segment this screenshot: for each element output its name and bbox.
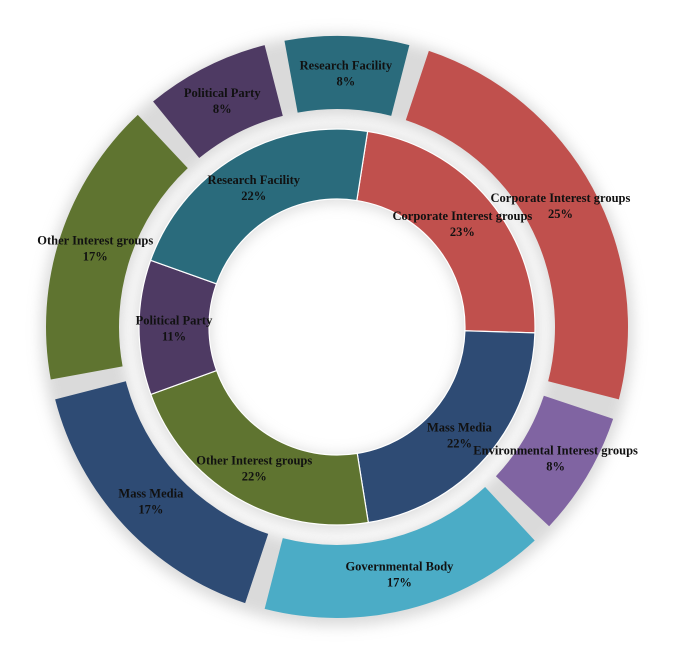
- outer-segment-political-party: [153, 45, 283, 159]
- outer-segment-other-interest-groups: [45, 114, 188, 380]
- outer-segment-research-facility: [284, 36, 410, 116]
- outer-segment-corporate-interest-groups: [405, 50, 628, 400]
- outer-segment-mass-media: [55, 381, 269, 604]
- inner-ring: [138, 128, 536, 526]
- inner-segment-corporate-interest-groups: [356, 130, 536, 334]
- outer-segment-environmental-interest-groups: [495, 395, 614, 527]
- outer-segment-governmental-body: [264, 486, 535, 618]
- inner-segment-research-facility: [149, 128, 369, 285]
- outer-ring: [45, 36, 628, 618]
- inner-segment-political-party: [138, 259, 218, 396]
- inner-segment-other-interest-groups: [150, 369, 370, 526]
- inner-segment-mass-media: [356, 330, 536, 524]
